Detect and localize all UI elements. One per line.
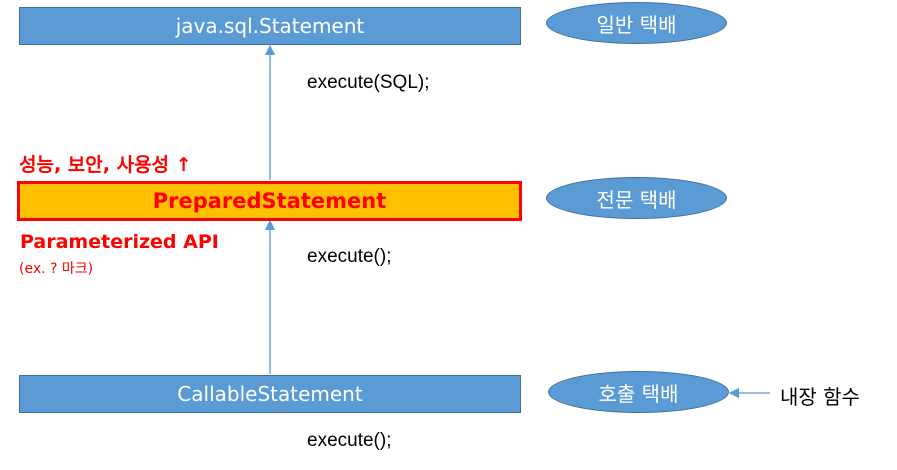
oval-call-label: 호출 택배 [598, 381, 679, 406]
statement-method: execute(SQL); [307, 72, 430, 93]
statement-box: java.sql.Statement [19, 7, 521, 45]
oval-general-delivery: 일반 택배 [546, 2, 727, 44]
oval-general-label: 일반 택배 [596, 12, 677, 37]
oval-special-label: 전문 택배 [596, 187, 677, 212]
benefits-note: 성능, 보안, 사용성 ↑ [19, 154, 192, 176]
callable-statement-box: CallableStatement [19, 375, 521, 413]
oval-call-delivery: 호출 택배 [548, 371, 729, 413]
stored-procedure-label: 내장 함수 [780, 385, 860, 409]
oval-special-delivery: 전문 택배 [546, 177, 727, 219]
prepared-statement-box: PreparedStatement [17, 181, 522, 221]
prepared-method: execute(); [307, 246, 392, 267]
statement-label: java.sql.Statement [175, 14, 365, 38]
parameterized-example-note: (ex. ? 마크) [19, 261, 94, 277]
parameterized-api-label: Parameterized API [20, 231, 219, 253]
callable-method: execute(); [307, 430, 392, 451]
prepared-label: PreparedStatement [152, 189, 387, 213]
callable-label: CallableStatement [177, 382, 363, 406]
